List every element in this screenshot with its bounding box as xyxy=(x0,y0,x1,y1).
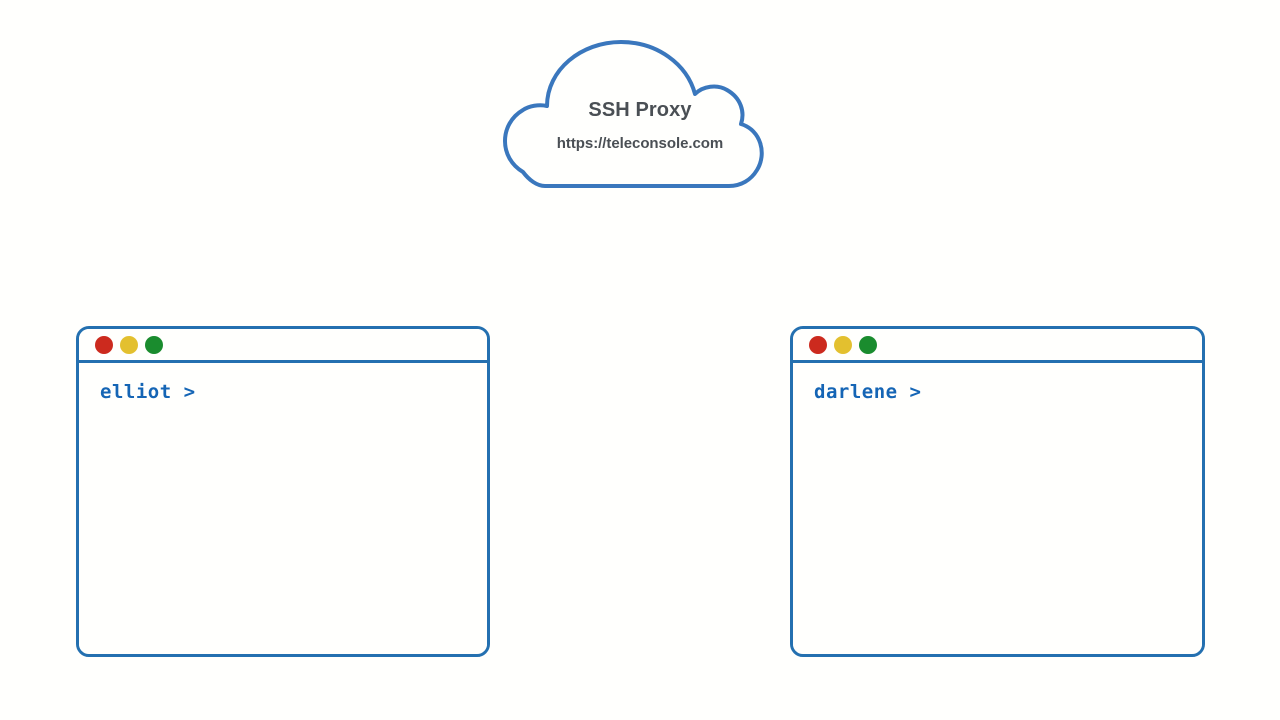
maximize-button[interactable] xyxy=(859,335,877,354)
close-button[interactable] xyxy=(809,335,827,354)
terminal-window-darlene[interactable]: darlene > xyxy=(790,326,1205,657)
minimize-button[interactable] xyxy=(834,335,852,354)
terminal-body[interactable]: elliot > xyxy=(79,363,487,651)
terminal-titlebar xyxy=(793,329,1202,363)
cloud-shape-icon xyxy=(503,40,764,188)
ssh-proxy-cloud: SSH Proxy https://teleconsole.com xyxy=(495,20,785,210)
close-button[interactable] xyxy=(95,335,113,354)
terminal-body[interactable]: darlene > xyxy=(793,363,1202,651)
terminal-prompt: elliot > xyxy=(100,381,196,403)
terminal-prompt: darlene > xyxy=(814,381,922,403)
minimize-button[interactable] xyxy=(120,335,138,354)
terminal-window-elliot[interactable]: elliot > xyxy=(76,326,490,657)
terminal-titlebar xyxy=(79,329,487,363)
maximize-button[interactable] xyxy=(145,335,163,354)
